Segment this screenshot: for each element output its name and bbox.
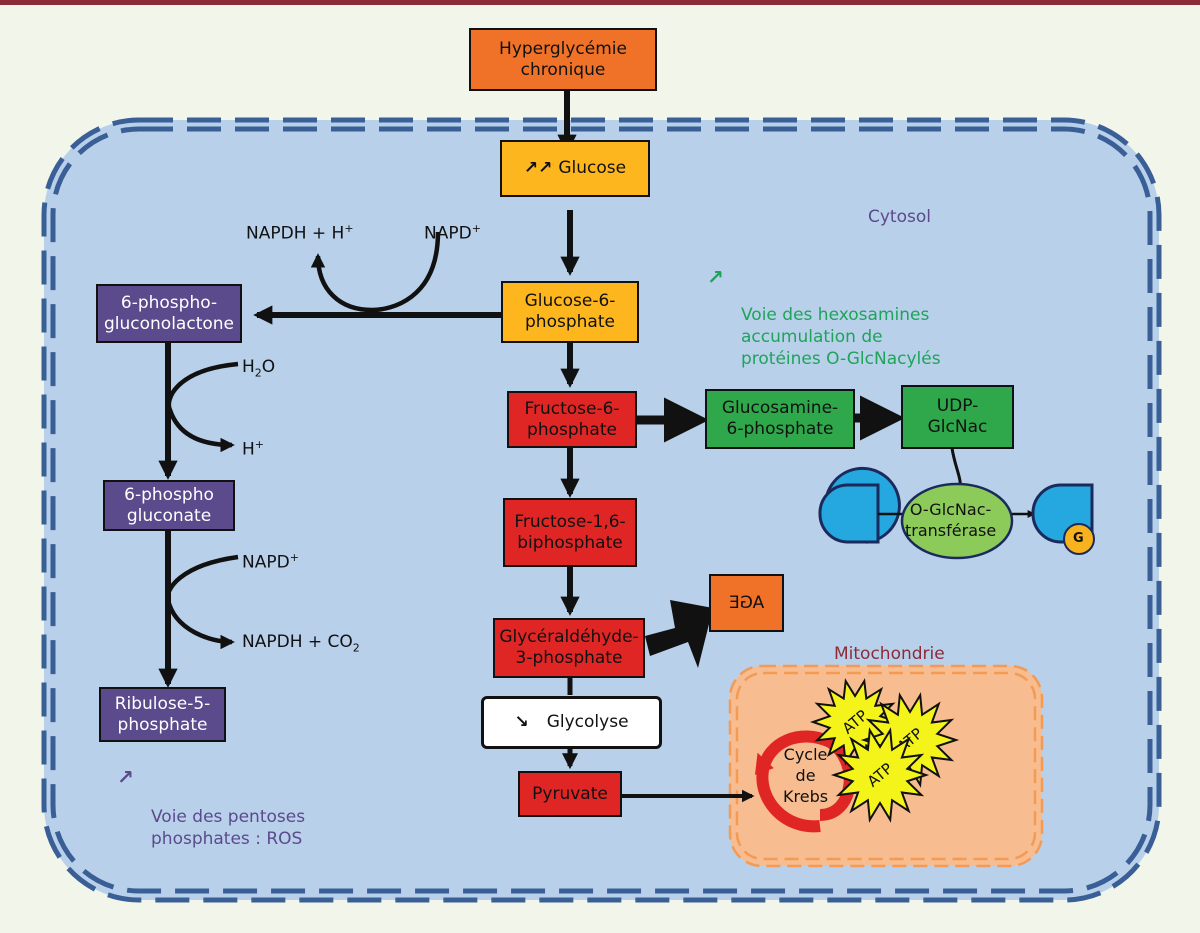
top-border <box>0 0 1200 5</box>
krebs-arrowhead <box>754 752 774 775</box>
cytosol-inner-membrane <box>50 126 1153 894</box>
decrease-arrow-icon: ↘ <box>514 712 529 732</box>
napdh-h-sup: + <box>344 222 354 235</box>
h2o-o: O <box>261 357 276 377</box>
pentose-note-text: Voie des pentoses phosphates : ROS <box>151 807 306 849</box>
h2o-label: H2O <box>242 356 275 384</box>
cytosol-label: Cytosol <box>868 207 931 227</box>
hexosamine-arrow-icon: ↗ <box>707 265 724 289</box>
enzyme-ellipse <box>900 482 1014 560</box>
napd-top-sup: + <box>471 222 481 235</box>
napd-top-label: NAPD+ <box>424 218 481 245</box>
phosphogluconolactone-box: 6-phospho- gluconolactone <box>96 284 242 343</box>
glyceraldehyde-3-phosphate-box: Glycéraldéhyde- 3-phosphate <box>493 618 645 678</box>
napd-mid-label: NAPD+ <box>242 547 299 574</box>
napd-mid-text: NAPD <box>242 552 290 573</box>
krebs-cycle-label: Cycle de Krebs <box>783 745 829 806</box>
arc-h2o-to-hplus <box>166 361 239 453</box>
phosphogluconate-box: 6-phospho gluconate <box>103 480 235 531</box>
h-plus-label: H+ <box>242 434 264 461</box>
age-label: AGE <box>728 592 765 613</box>
fructose-1-6-biphosphate-box: Fructose-1,6- biphosphate <box>503 498 637 567</box>
arc-napd-to-napdh <box>310 231 441 313</box>
napdh-co2-label: NAPDH + CO2 <box>242 631 360 659</box>
pentose-arrow-icon: ↗ <box>117 765 134 789</box>
hyperglycemie-box: Hyperglycémie chronique <box>469 28 657 91</box>
increase-arrow-icon: ↗↗ <box>523 158 553 178</box>
enzyme-label: O-GlcNac- transférase <box>905 500 997 540</box>
ribulose-5-phosphate-box: Ribulose-5- phosphate <box>99 687 226 742</box>
protein-substrate <box>818 483 880 544</box>
glucose-6-phosphate-box: Glucose-6- phosphate <box>501 281 639 343</box>
arc-napd-to-napdh-co2 <box>165 554 239 650</box>
g-badge-circle <box>1063 523 1095 555</box>
napdh-co2-sub: 2 <box>352 641 360 655</box>
g-badge-label: G <box>1073 531 1084 546</box>
atp-star-3 <box>830 727 930 823</box>
napdh-h-label: NAPDH + H+ <box>246 218 354 245</box>
mito-outer-membrane <box>728 664 1044 868</box>
glucose-label: Glucose <box>558 158 627 178</box>
h-plus-text: H <box>242 439 255 460</box>
napd-top-text: NAPD <box>424 223 472 244</box>
glucosamine-6-phosphate-box: Glucosamine- 6-phosphate <box>705 389 855 449</box>
arrow-gap-to-age <box>645 600 713 668</box>
hexosamine-note-text: Voie des hexosamines accumulation de pro… <box>741 305 941 369</box>
pyruvate-box: Pyruvate <box>518 771 622 817</box>
mitochondrie-label: Mitochondrie <box>834 644 945 664</box>
napdh-h-text: NAPDH + H <box>246 223 345 244</box>
h2o-h: H <box>242 357 255 377</box>
hexosamine-note: ↗ Voie des hexosamines accumulation de p… <box>707 260 941 392</box>
pentose-note: ↗ Voie des pentoses phosphates : ROS <box>117 762 305 872</box>
glycolyse-box: ↘ Glycolyse <box>481 696 662 749</box>
h-plus-sup: + <box>254 438 265 451</box>
fructose-6-phosphate-box: Fructose-6- phosphate <box>507 391 637 448</box>
napd-mid-sup: + <box>289 551 299 564</box>
h2o-sub: 2 <box>254 366 262 380</box>
napdh-co2-text: NAPDH + CO <box>242 632 353 652</box>
cytosol-outer-membrane <box>41 117 1162 903</box>
glucose-box: ↗↗ Glucose <box>500 140 650 197</box>
age-box: AGE <box>709 574 784 632</box>
glycolyse-label: Glycolyse <box>546 712 629 732</box>
udp-glcnac-box: UDP- GlcNac <box>901 385 1014 449</box>
